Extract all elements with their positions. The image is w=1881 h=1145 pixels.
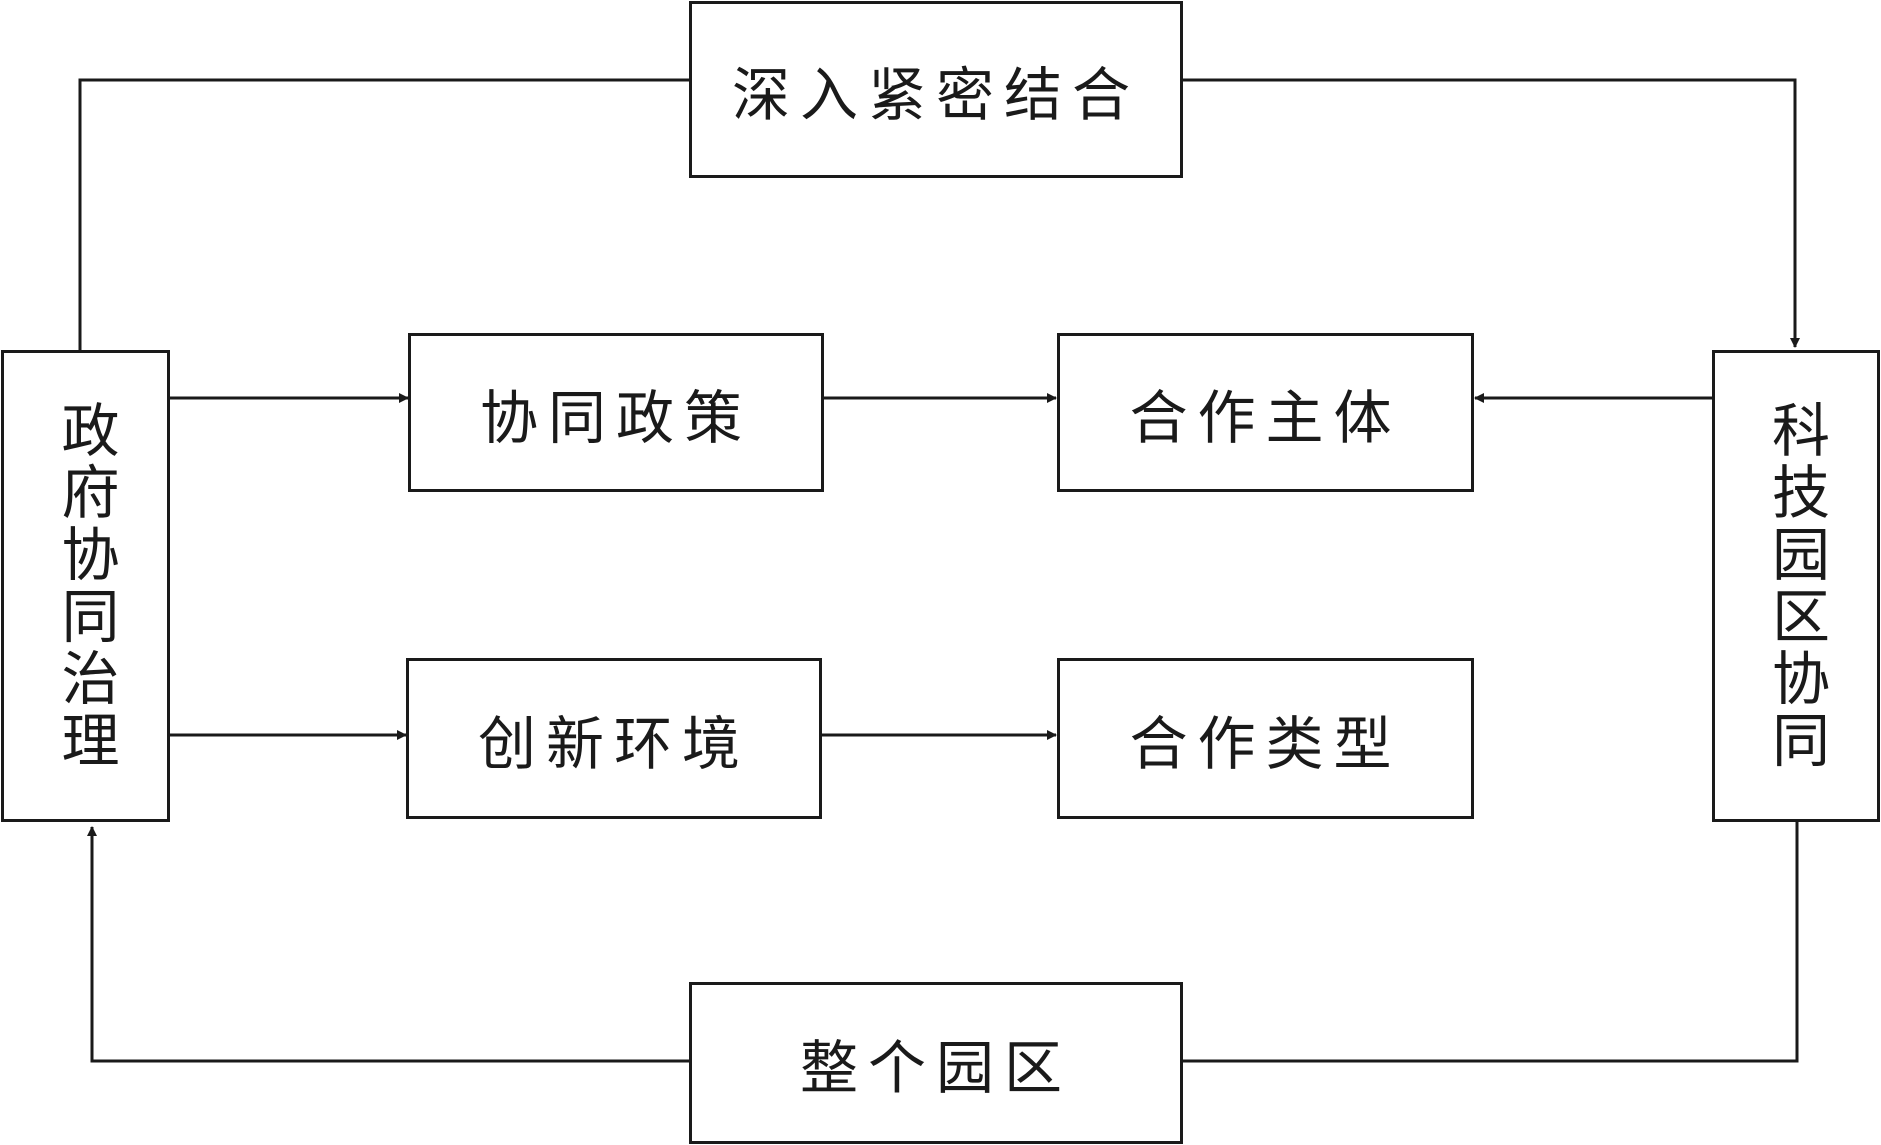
node-subject: 合作主体	[1057, 333, 1474, 492]
node-type: 合作类型	[1057, 658, 1474, 819]
node-policy-label: 协同政策	[479, 383, 752, 452]
edge-gov-to-top	[78, 78, 690, 352]
node-bottom: 整个园区	[689, 982, 1183, 1144]
edge-park-to-bottom	[1182, 822, 1799, 1063]
node-park: 科技园区协同	[1712, 350, 1880, 822]
node-gov: 政府协同治理	[1, 350, 170, 822]
node-gov-label: 政府协同治理	[51, 400, 120, 772]
node-top: 深入紧密结合	[689, 1, 1183, 178]
edge-bottom-to-gov	[87, 826, 690, 1063]
node-bottom-label: 整个园区	[799, 1034, 1072, 1102]
node-top-label: 深入紧密结合	[731, 60, 1140, 129]
node-subject-label: 合作主体	[1129, 383, 1402, 452]
node-policy: 协同政策	[408, 333, 824, 492]
node-type-label: 合作类型	[1129, 709, 1402, 778]
node-park-label: 科技园区协同	[1762, 400, 1830, 772]
edge-top-to-park	[1182, 78, 1800, 348]
node-env-label: 创新环境	[477, 709, 750, 778]
node-env: 创新环境	[406, 658, 822, 819]
